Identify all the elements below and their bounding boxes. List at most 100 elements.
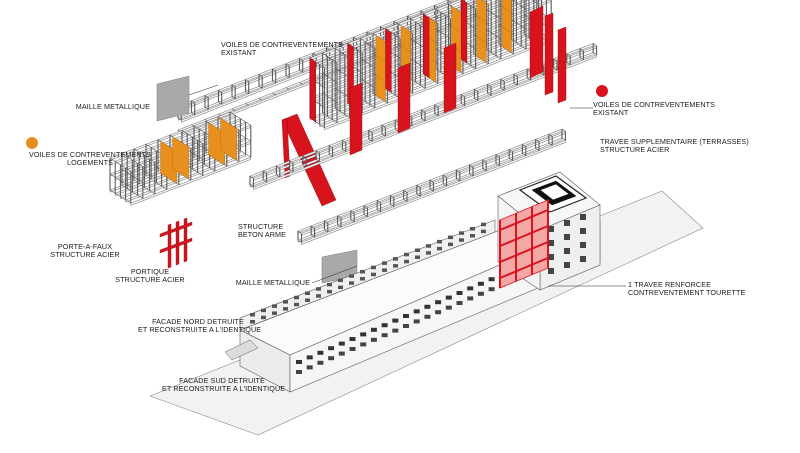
window [360, 270, 365, 274]
tower-window [548, 240, 554, 246]
window [415, 255, 420, 259]
red-wall-panel [544, 12, 554, 96]
window [261, 308, 266, 313]
leader-maille-2 [311, 265, 358, 284]
window [294, 302, 299, 307]
window [488, 277, 495, 282]
window [338, 351, 345, 356]
tower-window [564, 234, 570, 240]
red-wall-panel [529, 5, 544, 79]
orange-shear-wall [501, 0, 512, 14]
window [459, 231, 464, 235]
window [272, 304, 277, 308]
window [296, 360, 302, 364]
red-portique-post [167, 223, 172, 269]
label-maille-metallique-1: MAILLE METALLIQUE [75, 102, 150, 111]
orange-shear-wall [476, 0, 487, 23]
window [467, 286, 474, 291]
tower-roof-box-cap [539, 183, 570, 201]
tower-window [564, 220, 570, 226]
window [456, 291, 463, 295]
red-portique-beam [159, 221, 193, 238]
tower-window [580, 256, 586, 262]
window [328, 356, 335, 361]
red-wall-panel [397, 62, 411, 134]
window [272, 311, 277, 315]
label-travee-supplementaire: TRAVEE SUPPLEMENTAIRE (TERRASSES)STRUCTU… [600, 137, 749, 155]
window [393, 264, 398, 268]
window [392, 328, 399, 333]
window [316, 287, 321, 291]
window [445, 305, 452, 310]
red-portique-post [183, 217, 188, 263]
window [403, 314, 409, 318]
window [435, 310, 442, 315]
window [371, 272, 376, 277]
window [305, 291, 310, 295]
window [370, 337, 377, 342]
window [250, 320, 255, 324]
tower-window [548, 226, 554, 232]
window [448, 242, 453, 247]
reinforced-beam [499, 209, 549, 231]
window [467, 296, 474, 301]
window [413, 309, 420, 314]
window [413, 319, 420, 324]
orange-shear-wall [400, 25, 411, 53]
window [404, 259, 409, 264]
window [370, 327, 377, 332]
window [338, 285, 343, 290]
window [435, 300, 442, 305]
window [360, 332, 367, 337]
entry-stair [224, 339, 259, 361]
orange-shear-wall-logements [172, 136, 189, 180]
window [481, 229, 486, 234]
legend-dot-orange [26, 137, 38, 149]
red-shear-wall-diagonal [281, 113, 337, 207]
window [250, 313, 255, 317]
tower-window [548, 254, 554, 260]
window [349, 337, 356, 341]
window [415, 248, 420, 252]
red-shear-wall [385, 28, 392, 93]
window [296, 370, 302, 374]
window [305, 298, 310, 302]
window [481, 222, 486, 227]
window [327, 289, 332, 294]
window [338, 278, 343, 283]
window [470, 227, 475, 231]
window [381, 333, 388, 338]
facade-nord [239, 219, 496, 331]
reinforced-beam [499, 257, 549, 279]
window [317, 350, 324, 355]
window [371, 265, 376, 270]
window [382, 268, 387, 272]
leader-maille-1 [188, 84, 219, 96]
window [261, 315, 266, 320]
window [459, 238, 464, 242]
window [349, 347, 356, 351]
window [317, 360, 324, 365]
window [456, 301, 463, 305]
reinforced-beam [499, 241, 549, 263]
red-wall-panel [557, 26, 567, 104]
window [306, 365, 313, 370]
reinforced-beam [499, 225, 549, 247]
red-shear-wall [423, 13, 430, 79]
window [445, 295, 452, 300]
red-shear-wall [461, 0, 468, 64]
window [283, 307, 288, 311]
red-portique-beam [159, 237, 193, 254]
window [392, 318, 399, 323]
window [424, 304, 431, 309]
window [426, 251, 431, 255]
window [488, 287, 495, 292]
tower-window [580, 242, 586, 248]
orange-shear-wall-logements [220, 117, 237, 161]
red-wall-panel [443, 42, 457, 114]
label-maille-metallique-2: MAILLE METALLIQUE [235, 278, 310, 287]
